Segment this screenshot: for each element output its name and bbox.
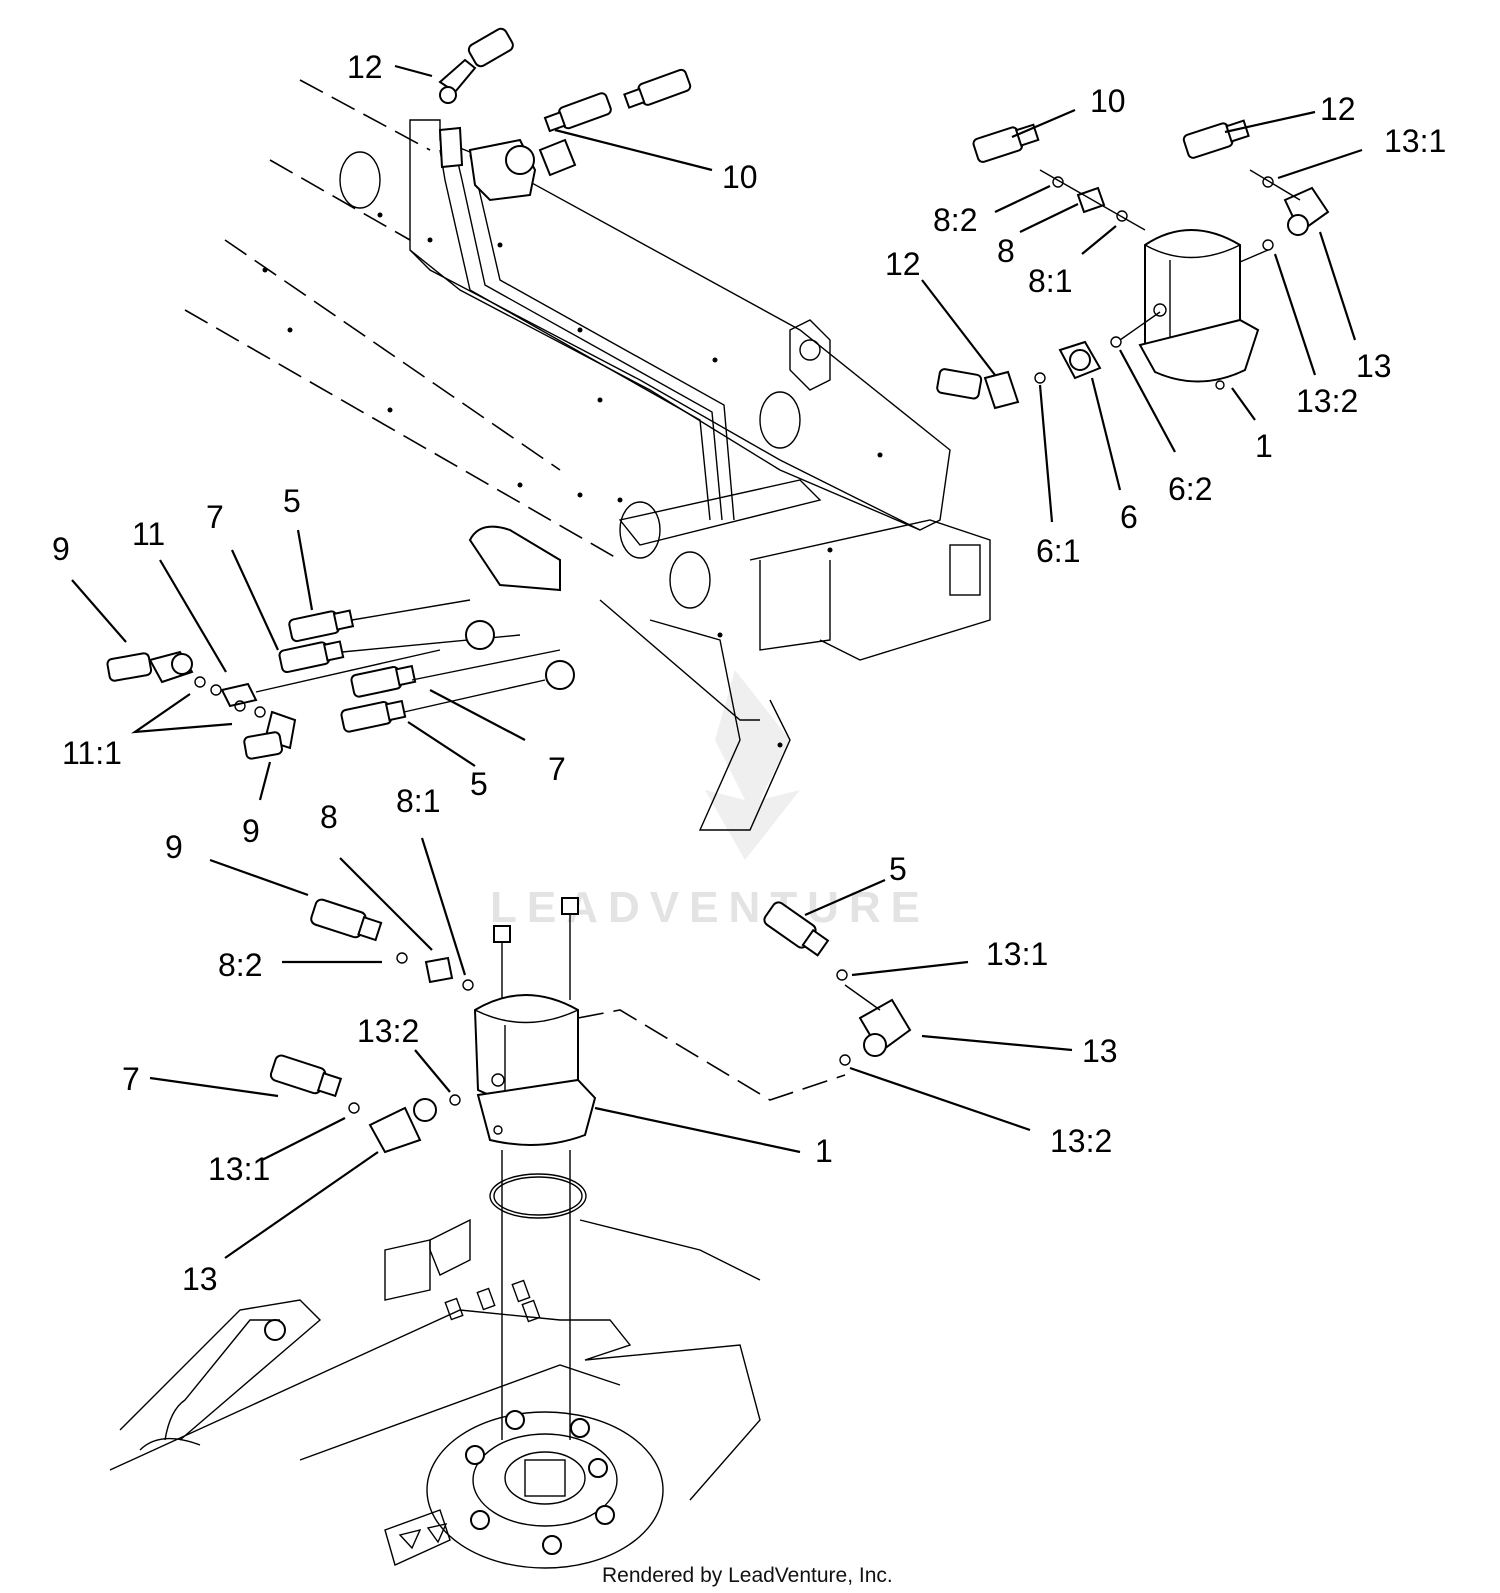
callout-label: 5: [470, 766, 488, 802]
callout-leaders: [71, 64, 1363, 1259]
frame-fittings: [106, 27, 692, 760]
deck-assembly: [109, 1218, 761, 1569]
callout-label: 5: [283, 483, 301, 519]
callout-label: 12: [347, 49, 383, 85]
callout-label: 8:2: [218, 947, 262, 983]
callout-label: 8: [320, 799, 338, 835]
callout-label: 8:1: [1028, 263, 1072, 299]
callout-label: 7: [122, 1061, 140, 1097]
callout-label: 13:2: [357, 1013, 419, 1049]
callout-label: 13: [1082, 1033, 1118, 1069]
callout-label: 13: [182, 1261, 218, 1297]
callout-label: 11:1: [62, 735, 122, 771]
frame-assembly: [184, 79, 991, 831]
callout-label: 13: [1356, 348, 1392, 384]
callout-label: 13:2: [1050, 1123, 1112, 1159]
callout-label: 13:1: [208, 1151, 270, 1187]
callout-label: 7: [548, 751, 566, 787]
callout-label: 12: [1320, 91, 1356, 127]
callout-label: 10: [722, 159, 758, 195]
callout-label: 8:2: [933, 202, 977, 238]
callout-label: 13:1: [1384, 123, 1446, 159]
callout-label: 1: [815, 1133, 833, 1169]
callout-label: 6:2: [1168, 471, 1212, 507]
callout-label: 13:2: [1296, 383, 1358, 419]
callout-labels: 12 10 10 12 13:1 8:2 8 8:1 12 13 13:2 1 …: [52, 49, 1446, 1297]
lower-motor-assembly: [269, 897, 912, 1440]
callout-label: 12: [885, 246, 921, 282]
upper-motor-assembly: [936, 119, 1330, 410]
callout-label: 6: [1120, 499, 1138, 535]
credit-text: Rendered by LeadVenture, Inc.: [602, 1564, 893, 1587]
callout-label: 10: [1090, 83, 1126, 119]
callout-label: 9: [242, 813, 260, 849]
callout-label: 9: [52, 531, 70, 567]
watermark: LEADVENTURE: [490, 670, 920, 932]
callout-label: 6:1: [1036, 533, 1080, 569]
callout-label: 8: [997, 233, 1015, 269]
callout-label: 11: [132, 516, 165, 552]
callout-label: 7: [206, 499, 224, 535]
callout-label: 8:1: [396, 783, 440, 819]
callout-label: 9: [165, 829, 183, 865]
callout-label: 5: [889, 851, 907, 887]
callout-label: 1: [1255, 428, 1273, 464]
callout-label: 13:1: [986, 936, 1048, 972]
